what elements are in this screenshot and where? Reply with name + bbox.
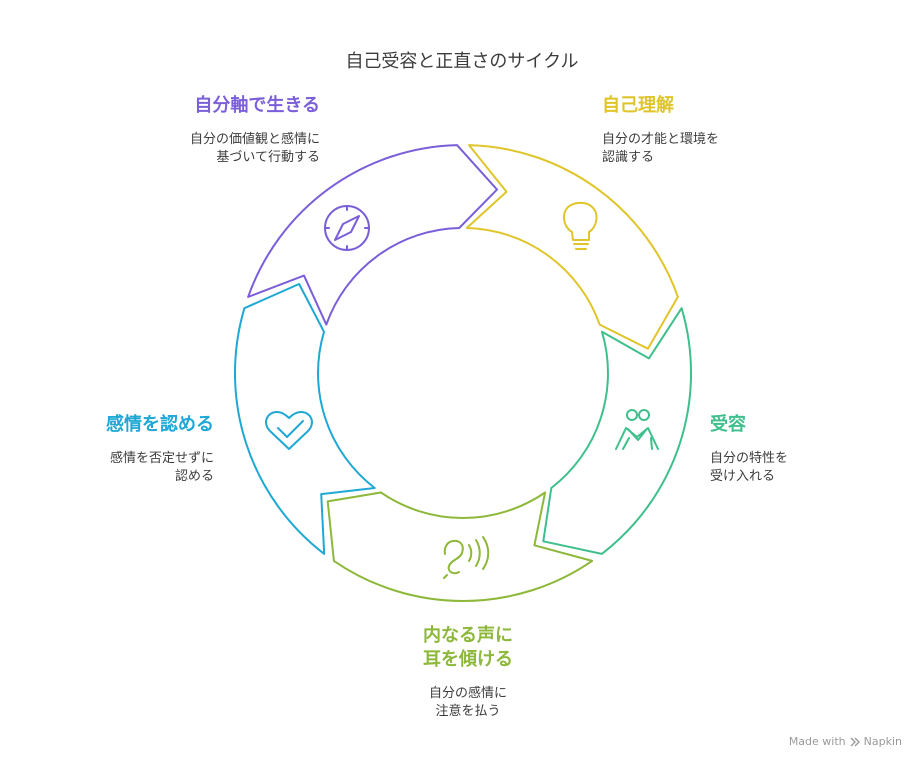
desc-line: 自分の才能と環境を: [602, 132, 720, 147]
cycle-segment-acceptance: [542, 307, 692, 555]
desc-line: 認める: [174, 469, 214, 484]
desc-line: 受け入れる: [710, 469, 776, 484]
cycle-segment-self-axis: [247, 144, 498, 326]
made-with-credit[interactable]: Made with Napkin: [789, 735, 902, 748]
cycle-segment-inner-voice: [326, 491, 594, 602]
credit-brand: Napkin: [863, 735, 902, 748]
step-heading: 自己理解: [602, 95, 674, 116]
step-description: 自分の感情に 注意を払う: [368, 685, 568, 721]
lightbulb-icon: [563, 201, 598, 250]
napkin-logo-icon: [850, 737, 860, 746]
step-self-axis: 自分軸で生きる 自分の価値観と感情に 基づいて行動する: [120, 94, 320, 167]
step-heading: 受容: [710, 414, 746, 435]
step-description: 自分の才能と環境を 認識する: [602, 131, 719, 167]
step-self-understanding: 自己理解 自分の才能と環境を 認識する: [602, 94, 719, 167]
diagram-title: 自己受容と正直さのサイクル: [345, 51, 579, 72]
ear-icon: [443, 536, 490, 579]
step-description: 感情を否定せずに 認める: [20, 450, 214, 486]
step-inner-voice: 内なる声に 耳を傾ける 自分の感情に 注意を払う: [368, 624, 568, 721]
cycle-segment-acknowledge-feelings: [234, 283, 376, 555]
desc-line: 自分の特性を: [710, 451, 789, 466]
credit-text: Made with: [788, 735, 846, 748]
step-acceptance: 受容 自分の特性を 受け入れる: [710, 413, 788, 486]
step-heading: 感情を認める: [106, 414, 214, 435]
step-heading: 自分軸で生きる: [194, 95, 320, 116]
hug-icon: [615, 409, 659, 450]
heading-line: 耳を傾ける: [423, 649, 513, 670]
step-description: 自分の価値観と感情に 基づいて行動する: [120, 131, 320, 167]
compass-icon: [324, 205, 370, 251]
desc-line: 自分の感情に: [428, 686, 507, 701]
desc-line: 感情を否定せずに: [109, 451, 214, 466]
heart-check-icon: [265, 411, 313, 450]
desc-line: 認識する: [602, 150, 655, 165]
desc-line: 注意を払う: [435, 704, 501, 719]
heading-line: 内なる声に: [423, 625, 513, 646]
step-description: 自分の特性を 受け入れる: [710, 450, 788, 486]
desc-line: 自分の価値観と感情に: [189, 132, 320, 147]
step-acknowledge-feelings: 感情を認める 感情を否定せずに 認める: [20, 413, 214, 486]
step-heading: 内なる声に 耳を傾ける: [368, 624, 568, 672]
cycle-segment-self-understanding: [465, 144, 679, 350]
desc-line: 基づいて行動する: [216, 150, 320, 165]
